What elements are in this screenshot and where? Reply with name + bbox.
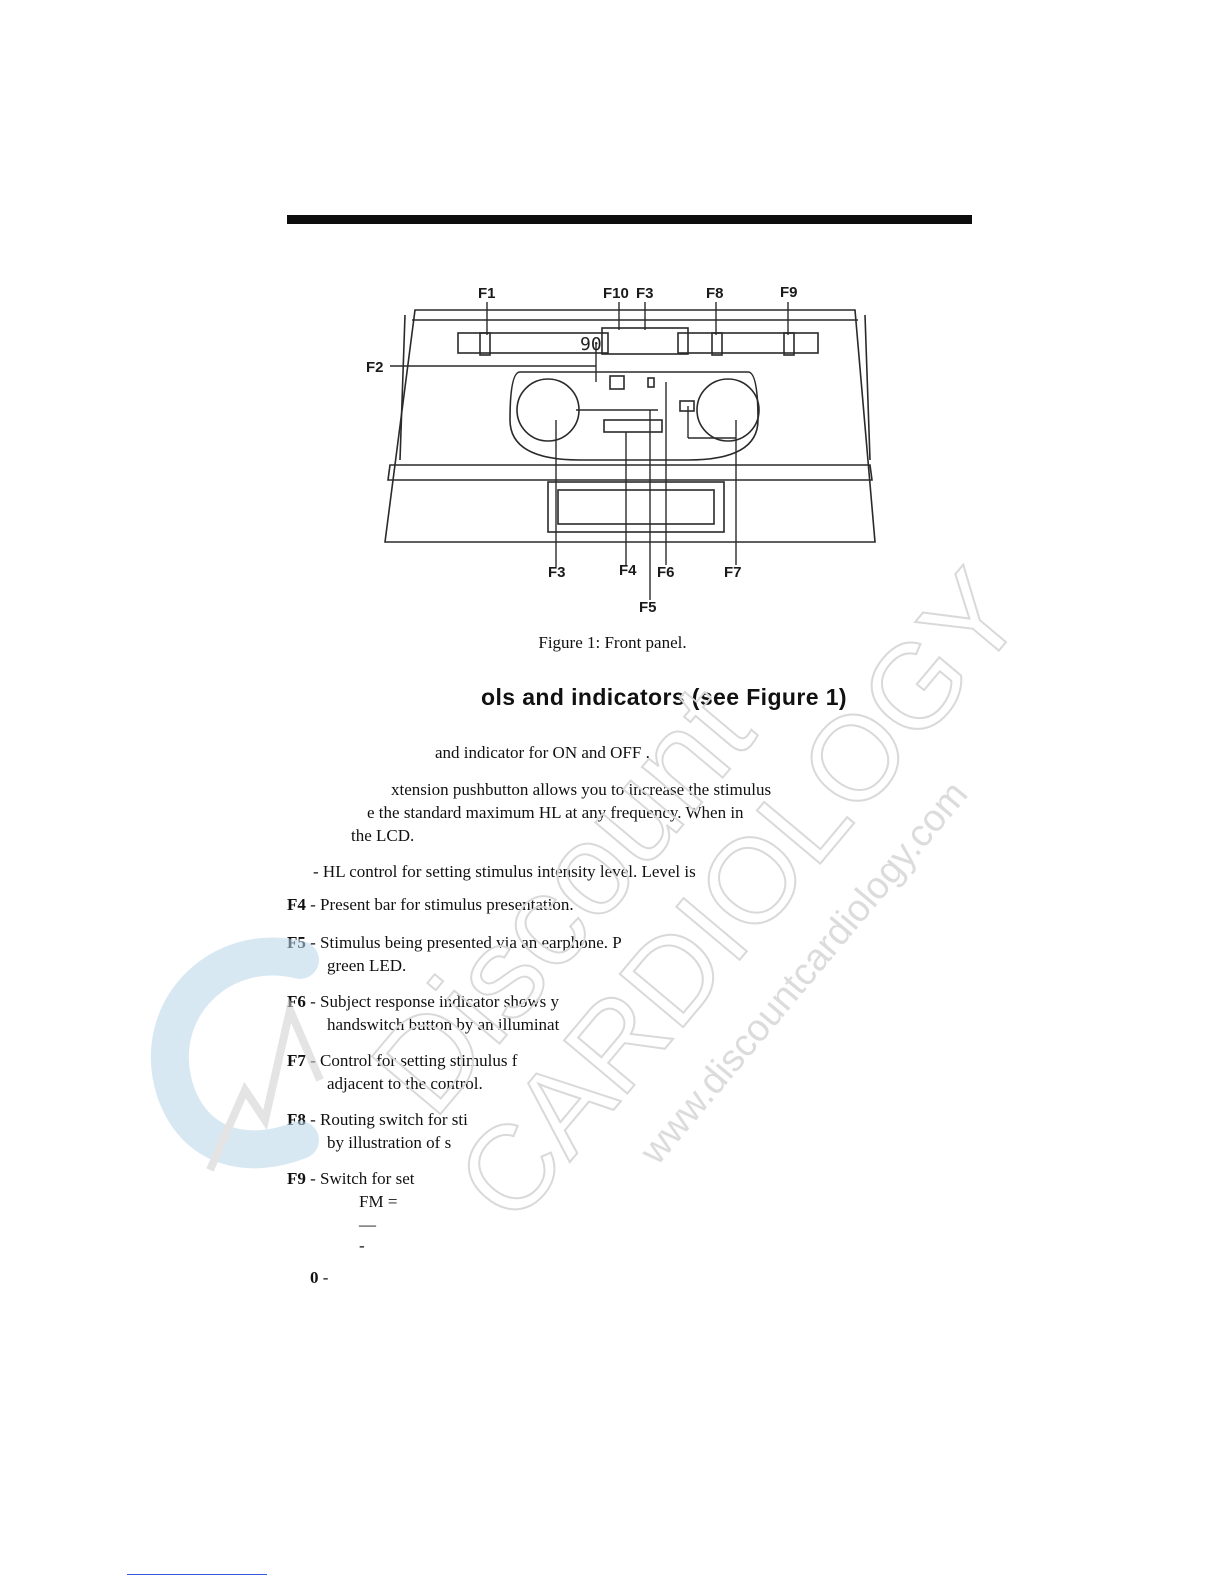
f1-switch — [479, 332, 491, 356]
f7-continuation: adjacent to the control. — [327, 1074, 483, 1093]
f5-text: - Stimulus being presented via an earpho… — [305, 933, 622, 952]
f10-item: 0 - — [310, 1268, 328, 1288]
f10-text: - — [318, 1268, 329, 1287]
left-slot — [457, 332, 609, 354]
front-panel-figure: 90 F1 F10 F3 F8 F9 F2 F3 F4 F6 F7 F5 — [360, 280, 880, 620]
f1-description: and indicator for ON and OFF . — [435, 743, 650, 762]
f4-present-bar — [603, 419, 663, 433]
bottom-link-underline — [127, 1574, 267, 1575]
f10-key: 0 — [310, 1268, 319, 1287]
header-rule — [287, 215, 972, 224]
f8-text: - Routing switch for sti — [305, 1110, 468, 1129]
f10-button — [609, 375, 625, 390]
f4-text: - Present bar for stimulus presentation. — [305, 895, 574, 914]
bottom-recess — [547, 481, 725, 533]
label-f3-bottom: F3 — [548, 564, 566, 581]
label-f1: F1 — [478, 285, 496, 302]
f6-text: - Subject response indicator shows y — [305, 992, 559, 1011]
label-f6: F6 — [657, 564, 675, 581]
label-f4: F4 — [619, 562, 637, 579]
f5-continuation: green LED. — [327, 956, 407, 975]
lcd-window — [601, 327, 689, 355]
f2-description-line3: the LCD. — [351, 826, 415, 845]
label-f5: F5 — [639, 599, 657, 616]
f2-description-line2: e the standard maximum HL at any frequen… — [367, 803, 744, 822]
f8-item: F8 - Routing switch for sti — [287, 1110, 468, 1130]
f9-sub-dash: — — [359, 1215, 376, 1234]
front-panel-drawing: 90 F1 F10 F3 F8 F9 F2 F3 F4 F6 F7 F5 — [366, 284, 876, 616]
f7-indicator — [679, 400, 695, 412]
f6-led — [647, 377, 655, 388]
f5-item: F5 - Stimulus being presented via an ear… — [287, 933, 622, 953]
center-panel — [509, 371, 759, 461]
watermark-line3: www.discountcardiology.com — [632, 774, 977, 1173]
f4-item: F4 - Present bar for stimulus presentati… — [287, 895, 574, 915]
label-f2: F2 — [366, 359, 384, 376]
f8-switch — [711, 332, 723, 356]
f7-dial — [696, 378, 760, 442]
label-f7: F7 — [724, 564, 742, 581]
figure-caption: Figure 1: Front panel. — [538, 633, 687, 652]
f7-text: - Control for setting stimulus f — [305, 1051, 518, 1070]
f9-key: F9 — [287, 1169, 306, 1188]
label-f3-top: F3 — [636, 285, 654, 302]
f7-key: F7 — [287, 1051, 306, 1070]
section-heading: ols and indicators (see Figure 1) — [481, 684, 847, 710]
f8-continuation: by illustration of s — [327, 1133, 452, 1152]
lcd-readout: 90 — [580, 334, 602, 355]
f3-description: - HL control for setting stimulus intens… — [313, 862, 696, 881]
f9-sub-fm: FM = — [359, 1192, 398, 1211]
f5-key: F5 — [287, 933, 306, 952]
f6-continuation: handswitch button by an illuminat — [327, 1015, 560, 1034]
f6-item: F6 - Subject response indicator shows y — [287, 992, 559, 1012]
f6-key: F6 — [287, 992, 306, 1011]
f9-switch — [783, 332, 795, 356]
label-f8: F8 — [706, 285, 724, 302]
f9-item: F9 - Switch for set — [287, 1169, 414, 1189]
right-slot — [677, 332, 819, 354]
f8-key: F8 — [287, 1110, 306, 1129]
label-f9: F9 — [780, 284, 798, 301]
f9-sub-hyphen: - — [359, 1236, 365, 1255]
f4-key: F4 — [287, 895, 306, 914]
f2-description-line1: xtension pushbutton allows you to increa… — [391, 780, 772, 799]
f9-text: - Switch for set — [305, 1169, 415, 1188]
f3-dial — [516, 378, 580, 442]
label-f10: F10 — [603, 285, 629, 302]
f7-item: F7 - Control for setting stimulus f — [287, 1051, 517, 1071]
